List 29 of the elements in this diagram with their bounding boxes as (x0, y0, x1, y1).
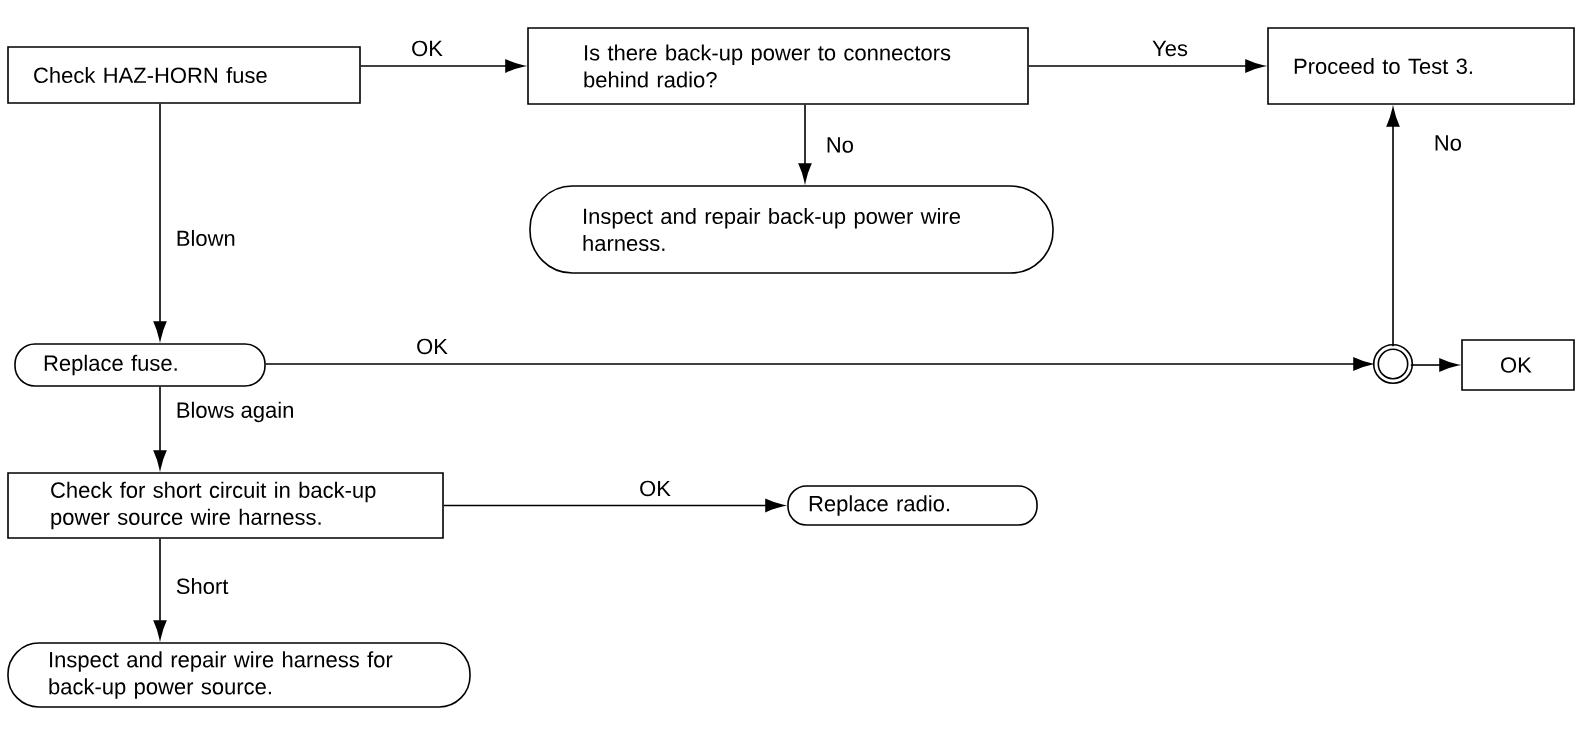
terminal-box: Replace radio. (787, 485, 1038, 526)
arrow (153, 386, 167, 470)
arrow (1410, 358, 1459, 372)
terminal-box: Inspect and repair back-up power wire harness. (529, 185, 1054, 274)
process-box: Check HAZ-HORN fuse (7, 46, 361, 104)
decision-box: Is there back-up power to connectors behind radio? (527, 27, 1029, 105)
edge-label: Blown (172, 226, 239, 250)
connector-circle (1372, 343, 1414, 385)
arrow (1386, 107, 1400, 347)
process-box: Check for short circuit in back-up power source wire harness. (7, 472, 444, 539)
edge-label: OK (636, 477, 674, 500)
arrow (443, 499, 785, 512)
edge-label: OK (408, 37, 446, 60)
process-box: Proceed to Test 3. (1267, 27, 1575, 105)
terminal-box: Inspect and repair wire harness for back-up power source. (7, 642, 471, 708)
edge-label: OK (413, 335, 451, 358)
arrow (153, 103, 167, 341)
arrow (1028, 59, 1265, 73)
arrow (798, 104, 812, 183)
edge-label: No (1430, 132, 1465, 154)
edge-label: Yes (1149, 37, 1191, 60)
edge-label: No (822, 134, 857, 156)
process-box: OK (1461, 339, 1575, 391)
terminal-box: Replace fuse. (14, 343, 266, 387)
arrow (153, 538, 167, 640)
arrow (265, 357, 1373, 371)
arrow (360, 59, 525, 73)
edge-label: Short (172, 574, 232, 598)
edge-label: Blows again (172, 398, 298, 426)
